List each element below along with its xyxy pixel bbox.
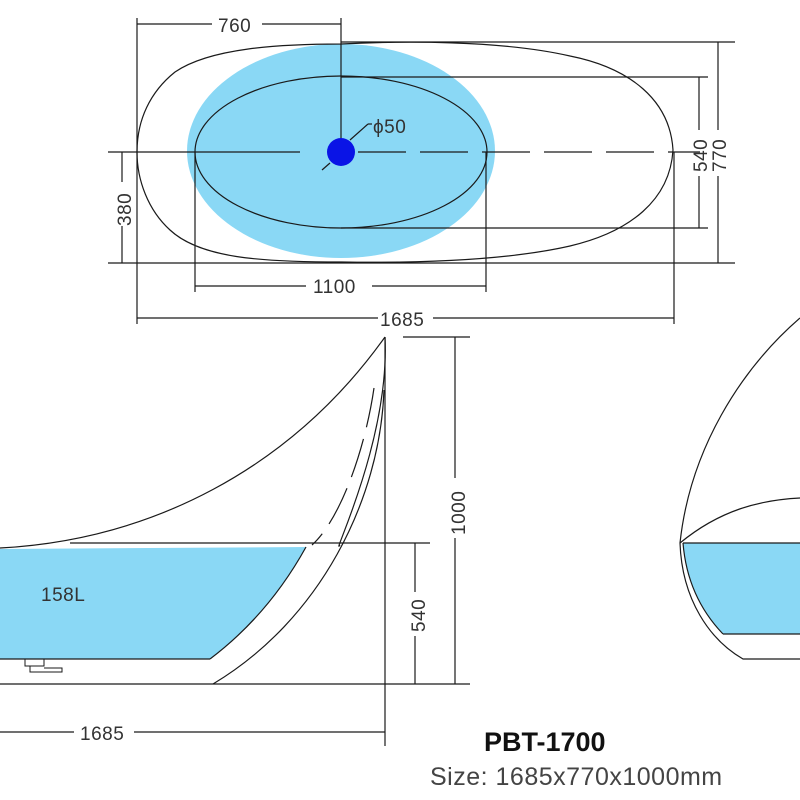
size-label: Size: 1685x770x1000mm xyxy=(430,763,723,791)
drain-icon xyxy=(327,138,355,166)
model-title: PBT-1700 xyxy=(484,727,606,757)
end-view-water-area xyxy=(683,543,800,634)
top-view-outer-outline xyxy=(136,41,674,263)
dim-380: 380 xyxy=(115,193,136,226)
side-view: 158L 1000 540 1685 xyxy=(0,336,470,746)
dim-1685-top: 1685 xyxy=(380,310,424,331)
dim-1685-side: 1685 xyxy=(80,724,124,745)
top-view: 760 ϕ50 540 770 380 1100 1685 xyxy=(108,16,735,331)
dim-760: 760 xyxy=(218,16,251,37)
dim-1100: 1100 xyxy=(313,277,356,298)
drain-fitting-icon xyxy=(24,659,63,673)
side-view-water-area xyxy=(0,547,306,659)
volume-label: 158L xyxy=(41,585,85,606)
end-view xyxy=(679,317,800,660)
dim-1000: 1000 xyxy=(449,491,470,535)
dim-540-side: 540 xyxy=(409,599,430,632)
dim-drain-diameter: ϕ50 xyxy=(373,117,406,138)
dim-540-top: 540 xyxy=(691,139,712,172)
dim-770: 770 xyxy=(710,139,731,172)
